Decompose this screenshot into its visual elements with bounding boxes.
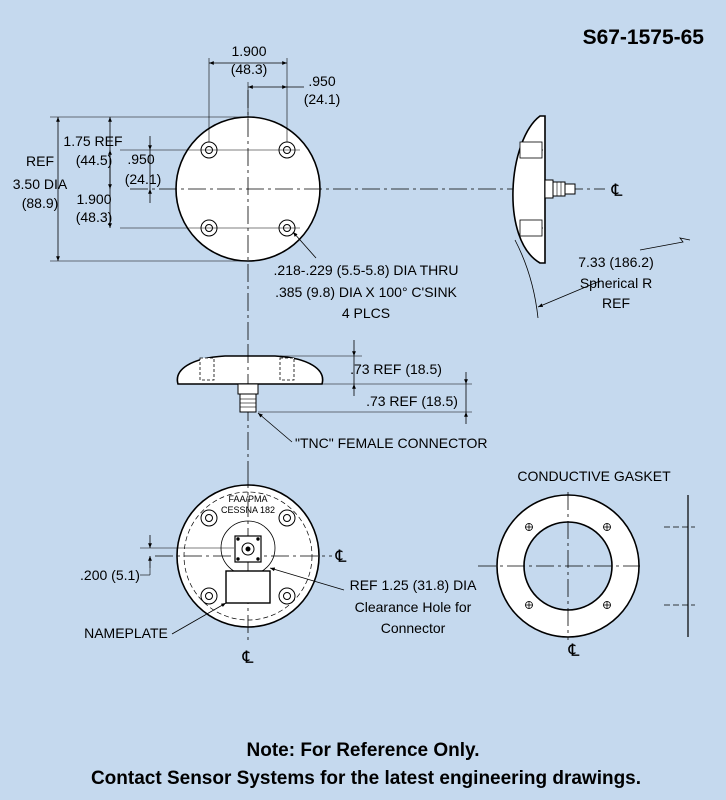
connector-label: "TNC" FEMALE CONNECTOR <box>295 435 487 451</box>
centerline-symbol: ℄ <box>611 181 623 200</box>
dim-1900-label: 1.900 <box>231 43 266 59</box>
bottom-view <box>140 470 345 640</box>
side-profile <box>176 355 324 385</box>
bottom-view-labels: FAA/PMA CESSNA 182 .200 (5.1) ℄ ℄ REF 1.… <box>80 494 477 667</box>
side-view-labels: .73 REF (18.5) .73 REF (18.5) "TNC" FEMA… <box>295 361 487 451</box>
dim-950b-mm-label: (24.1) <box>125 171 162 187</box>
dim-950-label: .950 <box>308 73 335 89</box>
dim-73a-label: .73 REF (18.5) <box>350 361 442 377</box>
footer-note: Note: For Reference Only. <box>247 740 480 761</box>
footer-contact: Contact Sensor Systems for the latest en… <box>91 768 641 789</box>
centerline-h-symbol: ℄ <box>335 547 347 566</box>
dim-950-mm-label: (24.1) <box>304 91 341 107</box>
gasket-centerline-symbol: ℄ <box>568 641 580 660</box>
gasket-title: CONDUCTIVE GASKET <box>517 468 671 484</box>
gasket-view-labels: CONDUCTIVE GASKET ℄ <box>517 468 671 660</box>
clearance-note-line2: Clearance Hole for <box>355 599 472 615</box>
clearance-note-line3: Connector <box>381 620 446 636</box>
dim-175-label: 1.75 REF <box>63 133 122 149</box>
right-side-view-labels: ℄ 7.33 (186.2) Spherical R REF <box>578 181 654 311</box>
right-side-view <box>512 115 691 319</box>
stamp-line2: CESSNA 182 <box>221 505 275 515</box>
side-view <box>176 340 472 470</box>
dim-950b-label: .950 <box>127 151 154 167</box>
dome-profile <box>512 115 546 264</box>
hole-note-line1: .218-.229 (5.5-5.8) DIA THRU <box>274 262 459 278</box>
nameplate-label: NAMEPLATE <box>84 625 168 641</box>
dim-1900b-label: 1.900 <box>76 191 111 207</box>
dia-mm-label: (88.9) <box>22 195 59 211</box>
dia-ref-label: REF <box>26 153 54 169</box>
hole-note-line2: .385 (9.8) DIA X 100° C'SINK <box>275 284 457 300</box>
nameplate <box>225 570 271 604</box>
dia-value-label: 3.50 DIA <box>13 176 68 192</box>
radius-note-line2: Spherical R <box>580 275 652 291</box>
dim-1900b-mm-label: (48.3) <box>76 209 113 225</box>
top-view-labels: 1.900 (48.3) .950 (24.1) 1.75 REF (44.5)… <box>13 43 459 321</box>
hole-note-line3: 4 PLCS <box>342 305 390 321</box>
dim-175-mm-label: (44.5) <box>76 152 113 168</box>
gasket-view <box>478 492 695 640</box>
part-number: S67-1575-65 <box>583 26 705 49</box>
centerline-v-symbol: ℄ <box>242 648 254 667</box>
radius-note-line1: 7.33 (186.2) <box>578 254 654 270</box>
dim-1900-mm-label: (48.3) <box>231 61 268 77</box>
stamp-line1: FAA/PMA <box>228 494 267 504</box>
radius-note-line3: REF <box>602 295 630 311</box>
top-view <box>50 58 605 345</box>
dim-73b-label: .73 REF (18.5) <box>366 393 458 409</box>
dim-200-label: .200 (5.1) <box>80 567 140 583</box>
clearance-note-line1: REF 1.25 (31.8) DIA <box>350 577 477 593</box>
footer: Note: For Reference Only. Contact Sensor… <box>91 740 641 789</box>
